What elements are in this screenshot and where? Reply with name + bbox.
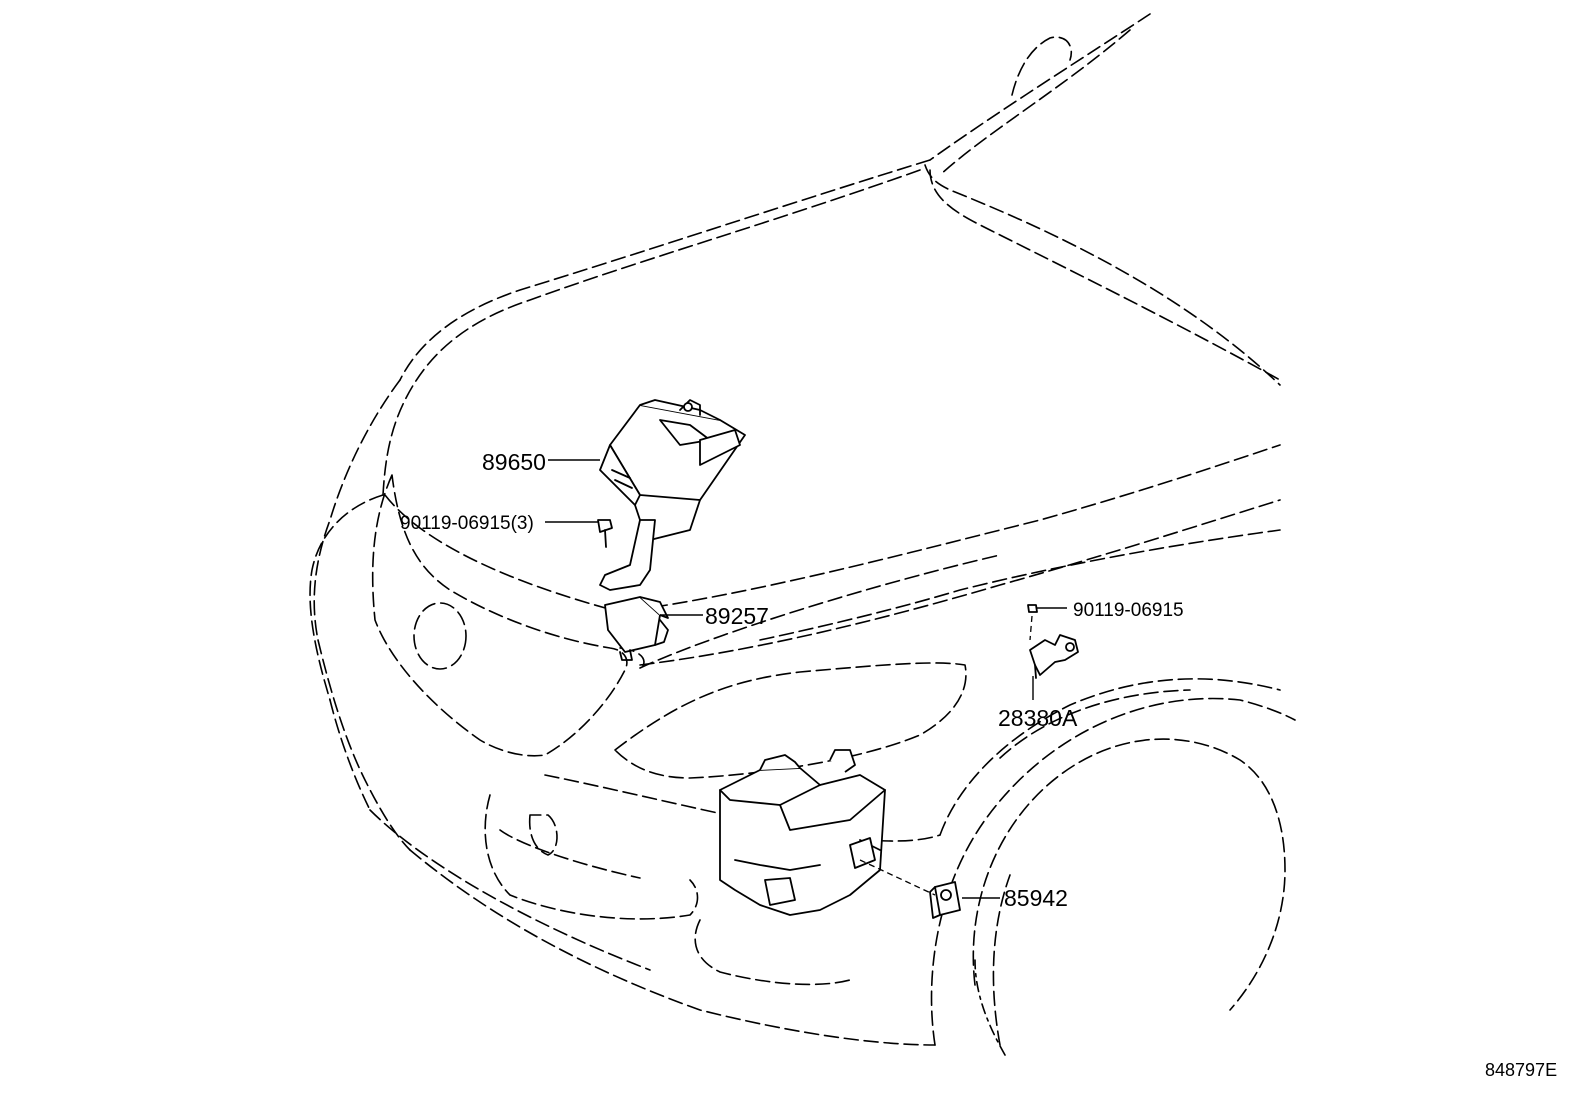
sensor-28380a — [1027, 604, 1079, 679]
label-28380a: 28380A — [998, 705, 1078, 731]
sensor-89257 — [604, 596, 669, 661]
ecu-89650 — [599, 399, 746, 591]
car-outline — [309, 13, 1296, 1056]
washer-tank — [719, 749, 886, 916]
label-89650: 89650 — [482, 449, 546, 475]
label-85942: 85942 — [1004, 885, 1068, 911]
label-89257: 89257 — [705, 603, 769, 629]
label-90119-06915-qty3: 90119-06915(3) — [400, 513, 534, 534]
bolt-90119-3 — [597, 519, 613, 548]
leader-lines — [545, 459, 1067, 899]
figure-code: 848797E — [1485, 1060, 1557, 1080]
pump-85942 — [929, 881, 961, 919]
label-90119-06915: 90119-06915 — [1073, 600, 1184, 621]
